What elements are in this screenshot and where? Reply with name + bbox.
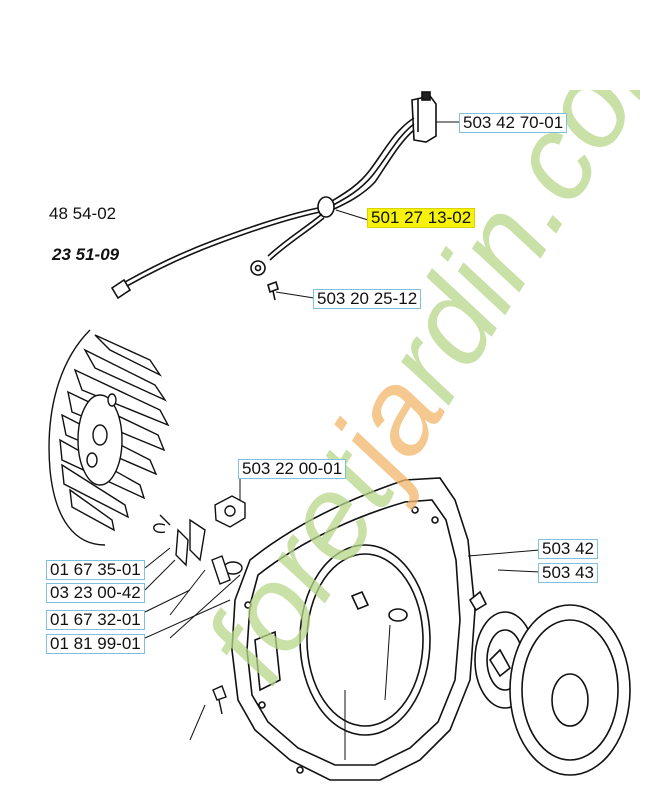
small-parts <box>153 495 246 715</box>
part-label-left-4: 01 81 99-01 <box>46 634 145 654</box>
part-label-left-1: 01 67 35-01 <box>46 560 145 580</box>
starter-housing <box>231 477 476 781</box>
part-label-switch: 503 42 70-01 <box>459 113 568 133</box>
part-label-partial-bold: 23 51-09 <box>52 245 120 264</box>
leader-lines-top <box>275 121 460 299</box>
part-label-left-3: 01 67 32-01 <box>46 610 145 630</box>
part-label-left-2: 03 23 00-42 <box>46 583 145 603</box>
switch-assembly <box>110 91 437 301</box>
part-label-partial-top: 48 54-02 <box>49 204 117 223</box>
part-label-right-1: 503 42 <box>538 539 598 559</box>
part-label-wire-harness: 501 27 13-02 <box>367 208 476 228</box>
part-label-nut: 503 22 00-01 <box>238 459 347 479</box>
flywheel <box>48 329 170 546</box>
part-label-right-2: 503 43 <box>538 563 598 583</box>
leader-lines-bottom <box>144 478 541 760</box>
part-label-screw-small: 503 20 25-12 <box>313 289 422 309</box>
recoil-starter <box>468 590 631 776</box>
